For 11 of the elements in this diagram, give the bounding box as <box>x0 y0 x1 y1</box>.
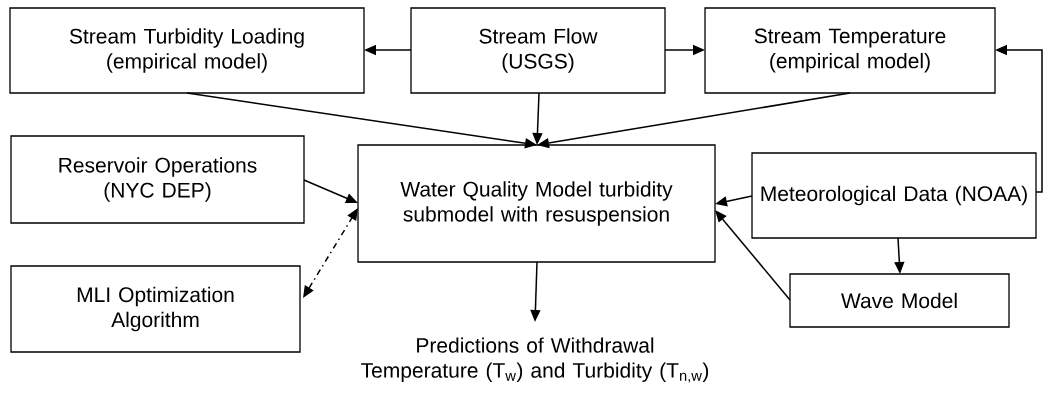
arrow <box>303 208 358 298</box>
process-box: MLI Optimization Algorithm <box>10 265 301 353</box>
process-box: Wave Model <box>789 273 1010 328</box>
arrow <box>715 210 791 301</box>
process-box: Reservoir Operations (NYC DEP) <box>10 135 305 224</box>
process-box: Water Quality Model turbidity submodel with resuspension <box>357 144 716 263</box>
process-box: Stream Flow (USGS) <box>410 7 666 94</box>
output-text: Predictions of Withdrawal Temperature (T$_{w}$) and Turbidity (T$_{n,w}$) <box>361 337 709 383</box>
process-box: Stream Temperature (empirical model) <box>704 7 996 94</box>
process-box: Stream Turbidity Loading (empirical model) <box>9 7 365 94</box>
process-box: Meteorological Data (NOAA) <box>751 152 1037 239</box>
